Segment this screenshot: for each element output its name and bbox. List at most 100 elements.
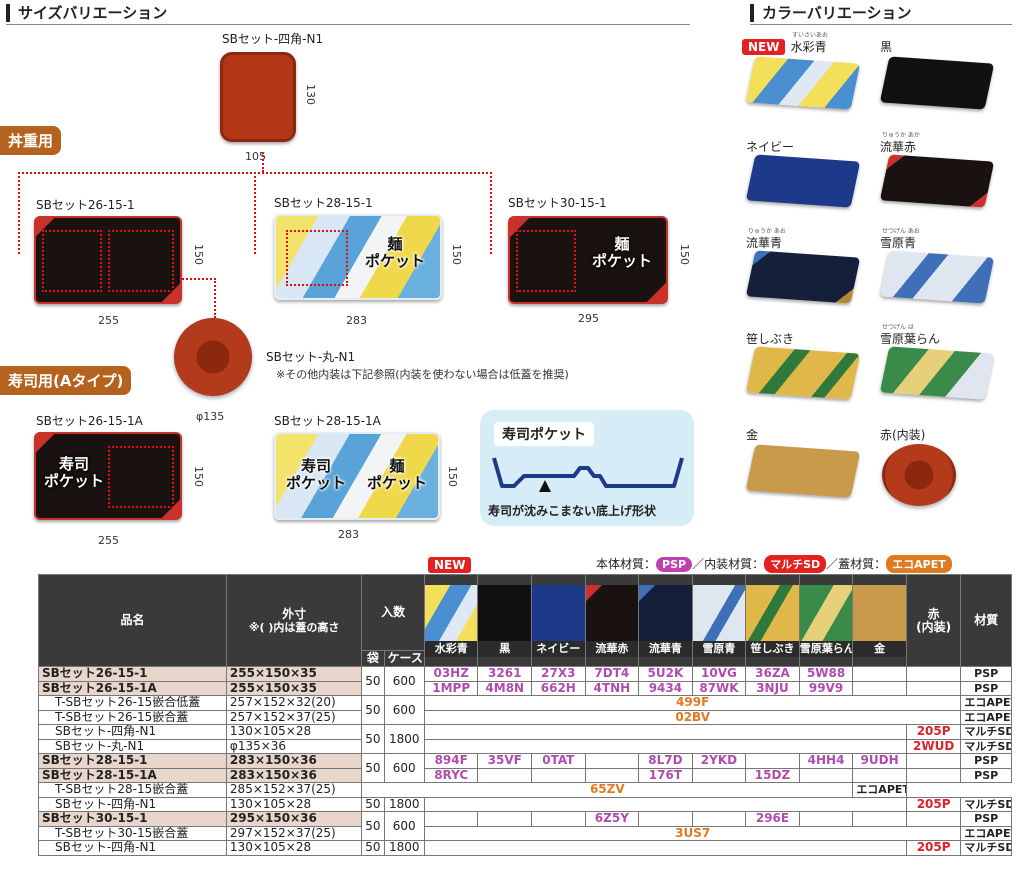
row-bag: 50 — [361, 796, 385, 812]
row-name: T-SBセット26-15嵌合蓋 — [38, 709, 227, 725]
row-material: PSP — [960, 811, 1012, 827]
row-material: PSP — [960, 680, 1012, 696]
row-color-code: 4TNH — [584, 680, 640, 696]
product-label-s30: SBセット30-15-1 — [508, 196, 607, 210]
header-color-kin: 金 — [852, 574, 907, 667]
color-swatch-setsugen-haran — [879, 346, 995, 400]
row-color-code: 9434 — [638, 680, 693, 696]
ruby-setsugen-ao: せつげん あお — [882, 228, 920, 235]
row-size: 130×105×28 — [225, 796, 363, 812]
connector-line — [182, 278, 216, 280]
color-name-kin: 金 — [746, 428, 759, 442]
legend-lid-label: ／蓋材質： — [826, 557, 887, 571]
header-color-ryuka-aka: 流華赤 — [584, 574, 640, 667]
color-name-ryuka-ao: 流華青 — [746, 236, 783, 250]
row-size: 257×152×37(25) — [225, 709, 363, 725]
header-red-bottom: (内装) — [916, 619, 952, 634]
header-size: 外寸 ※( )内は蓋の高さ — [225, 574, 363, 667]
row-color-code: 35VF — [477, 753, 533, 769]
legend-lid-pill: エコAPET — [886, 555, 952, 573]
color-name-ryuka-aka: 流華赤 — [880, 140, 917, 154]
row-material: マルチSD — [960, 738, 1012, 754]
legend-body-label: 本体材質： — [596, 557, 657, 571]
row-color-code — [584, 767, 640, 783]
row-case: 1800 — [383, 796, 425, 812]
product-label-s26a: SBセット26-15-1A — [36, 414, 143, 428]
pocket-label-s28: 麺ポケット — [364, 235, 425, 270]
product-label-s26: SBセット26-15-1 — [36, 198, 135, 212]
material-legend: 本体材質：PSP／内装材質：マルチSD／蓋材質：エコAPET — [596, 555, 952, 573]
row-material: PSP — [960, 666, 1012, 682]
sushi-pocket-title: 寿司ポケット — [494, 422, 594, 446]
pocket-label-s28a-2: 麺ポケット — [366, 457, 427, 492]
row-color-code — [477, 811, 533, 827]
row-case: 1800 — [383, 724, 425, 754]
row-color-code — [745, 753, 800, 769]
color-section-title: カラーバリエーション — [750, 4, 912, 22]
row-size: 285×152×37(25) — [225, 782, 363, 798]
row-case: 600 — [383, 666, 425, 696]
row-name: T-SBセット26-15嵌合低蓋 — [38, 695, 227, 711]
row-color-code: 8RYC — [423, 767, 479, 783]
row-name: SBセット26-15-1 — [38, 666, 227, 682]
row-material: マルチSD — [960, 796, 1012, 812]
row-color-code — [531, 811, 586, 827]
header-color-setsugen-haran: 雪原葉らん — [798, 574, 854, 667]
row-bag: 50 — [361, 666, 385, 696]
table-header-row: 品名 外寸 ※( )内は蓋の高さ 入数 水彩青 黒 ネイビー 流華赤 流華青 雪… — [38, 574, 1012, 667]
row-red-code — [905, 753, 962, 769]
row-empty — [423, 738, 907, 754]
row-name: SBセット28-15-1 — [38, 753, 227, 769]
dim-s30-w: 295 — [578, 312, 599, 325]
pocket-outline — [286, 230, 348, 286]
row-name: SBセット-四角-N1 — [38, 724, 227, 740]
new-badge: NEW — [742, 39, 786, 55]
header-case: ケース — [383, 650, 425, 667]
row-color-code: 10VG — [691, 666, 747, 682]
row-empty — [423, 724, 907, 740]
connector-line — [490, 172, 492, 254]
row-name: T-SBセット30-15嵌合蓋 — [38, 825, 227, 841]
ruby-setsugen-haran: せつげん は — [882, 324, 914, 331]
dim-s26a-h: 150 — [192, 466, 205, 487]
dim-s28-h: 150 — [450, 244, 463, 265]
size-section-title: サイズバリエーション — [6, 4, 167, 22]
color-swatch-setsugen-ao — [879, 250, 995, 304]
pocket-outline — [108, 446, 174, 508]
spec-table: 品名 外寸 ※( )内は蓋の高さ 入数 水彩青 黒 ネイビー 流華赤 流華青 雪… — [38, 574, 1012, 856]
dim-s26a-w: 255 — [98, 534, 119, 547]
row-size: 295×150×36 — [225, 811, 363, 827]
row-color-code: 7DT4 — [584, 666, 640, 682]
row-bag: 50 — [361, 695, 385, 725]
color-name-setsugen-ao: 雪原青 — [880, 236, 917, 250]
color-name-setsugen-haran: 雪原葉らん — [880, 332, 941, 346]
pocket-outline — [42, 230, 102, 292]
sushi-pocket-caption: 寿司が沈みこまない底上げ形状 — [488, 504, 657, 518]
dim-s30-h: 150 — [678, 244, 691, 265]
row-red-code — [905, 680, 962, 696]
color-swatch-ryuka-ao — [745, 250, 861, 304]
product-label-s28a: SBセット28-15-1A — [274, 414, 381, 428]
row-material: マルチSD — [960, 724, 1012, 740]
color-swatch-kin — [745, 444, 861, 498]
color-name-navy: ネイビー — [746, 140, 795, 154]
color-swatch-navy — [745, 154, 861, 208]
product-image-s30: 麺ポケット — [508, 216, 668, 304]
row-material: PSP — [960, 767, 1012, 783]
row-name: SBセット-四角-N1 — [38, 796, 227, 812]
row-bag: 50 — [361, 840, 385, 856]
row-color-code: 3261 — [477, 666, 533, 682]
row-color-code: 894F — [423, 753, 479, 769]
legend-body-pill: PSP — [656, 557, 693, 572]
row-size: 283×150×36 — [225, 753, 363, 769]
row-lid-code: 02BV — [423, 709, 962, 725]
dim-maru-d: φ135 — [196, 410, 225, 423]
product-image-s28a: 寿司ポケット 麺ポケット — [274, 432, 440, 520]
row-color-code — [477, 767, 533, 783]
